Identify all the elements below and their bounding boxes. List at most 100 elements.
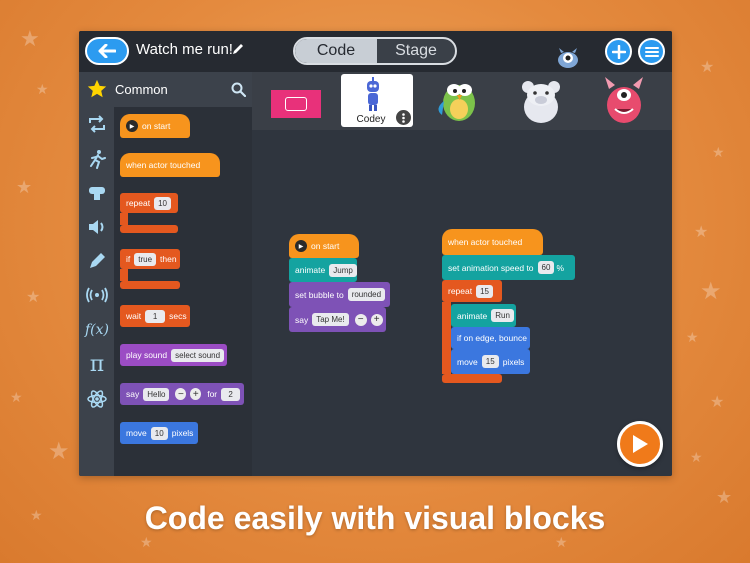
code-stage-toggle: Code Stage bbox=[293, 37, 457, 65]
star-decoration: ★ bbox=[700, 59, 715, 76]
repeat-count-field[interactable]: 10 bbox=[154, 196, 172, 210]
block-label: when actor touched bbox=[126, 160, 201, 170]
repeat-block-arm bbox=[120, 213, 128, 225]
block-label: play sound bbox=[126, 350, 168, 360]
if-block-arm bbox=[120, 269, 128, 281]
star-decoration: ★ bbox=[140, 534, 153, 550]
block-label: repeat bbox=[448, 286, 473, 296]
tab-stage[interactable]: Stage bbox=[395, 42, 437, 59]
actor-options-icon[interactable] bbox=[396, 110, 411, 125]
minus-icon[interactable]: − bbox=[354, 313, 367, 326]
plus-icon[interactable]: + bbox=[370, 313, 383, 326]
project-title: Watch me run! bbox=[136, 41, 233, 58]
tab-code[interactable]: Code bbox=[295, 39, 377, 63]
back-arrow-icon bbox=[98, 44, 116, 58]
star-decoration: ★ bbox=[30, 507, 43, 523]
monster-actor-icon[interactable] bbox=[597, 75, 651, 127]
say-text-field[interactable]: Hello bbox=[143, 387, 170, 401]
condition-field[interactable]: true bbox=[134, 252, 157, 266]
wait-seconds-field[interactable]: 1 bbox=[145, 309, 166, 323]
sound-icon[interactable] bbox=[85, 215, 109, 239]
star-decoration: ★ bbox=[16, 177, 33, 197]
looks-icon[interactable] bbox=[85, 181, 109, 205]
edit-title-icon[interactable] bbox=[231, 42, 245, 61]
speed-field[interactable]: 60 bbox=[537, 261, 555, 274]
say-text-field[interactable]: Tap Me! bbox=[312, 313, 349, 326]
bounce-block[interactable]: if on edge, bounce bbox=[451, 327, 530, 349]
animation-select-field[interactable]: Run bbox=[491, 309, 514, 322]
back-button[interactable] bbox=[85, 37, 129, 65]
repeat-count-field[interactable]: 15 bbox=[476, 284, 494, 298]
pi-icon[interactable]: π bbox=[89, 351, 105, 377]
search-icon[interactable] bbox=[231, 82, 247, 102]
bubble-style-field[interactable]: rounded bbox=[347, 288, 386, 301]
monster-avatar-icon[interactable] bbox=[555, 47, 581, 74]
when-actor-touched-block[interactable]: when actor touched bbox=[120, 153, 220, 177]
atom-icon[interactable] bbox=[85, 387, 109, 411]
when-actor-touched-block[interactable]: when actor touched bbox=[442, 229, 543, 255]
sound-select-field[interactable]: select sound bbox=[171, 348, 225, 362]
category-bar: f(x) π bbox=[79, 107, 114, 476]
star-decoration: ★ bbox=[555, 534, 568, 550]
block-label: if on edge, bounce bbox=[457, 333, 527, 343]
plus-icon bbox=[611, 44, 626, 59]
star-decoration: ★ bbox=[694, 224, 709, 241]
star-icon[interactable] bbox=[86, 78, 108, 105]
move-distance-field[interactable]: 15 bbox=[481, 355, 499, 368]
bear-actor-icon[interactable] bbox=[514, 77, 568, 127]
block-label: move bbox=[126, 428, 147, 438]
function-icon[interactable]: f(x) bbox=[85, 322, 110, 338]
block-label: set animation speed to bbox=[448, 262, 534, 273]
block-label: animate bbox=[295, 265, 326, 275]
block-label: repeat bbox=[126, 198, 151, 208]
repeat-block-footer bbox=[442, 374, 502, 383]
on-start-block[interactable]: ▶on start bbox=[289, 234, 359, 258]
stage-thumbnail[interactable] bbox=[271, 90, 321, 118]
bird-actor-icon[interactable] bbox=[432, 75, 486, 127]
codey-robot-icon bbox=[367, 77, 379, 111]
star-decoration: ★ bbox=[712, 144, 725, 160]
move-distance-field[interactable]: 10 bbox=[150, 426, 168, 440]
percent-label: % bbox=[556, 262, 564, 273]
minus-icon[interactable]: − bbox=[175, 388, 187, 400]
star-decoration: ★ bbox=[686, 329, 699, 345]
block-label: if bbox=[126, 254, 131, 264]
duration-field[interactable]: 2 bbox=[221, 387, 241, 401]
star-decoration: ★ bbox=[36, 81, 49, 97]
actor-card-codey[interactable]: Codey bbox=[341, 74, 413, 127]
sensing-icon[interactable] bbox=[85, 283, 109, 307]
plus-icon[interactable]: + bbox=[190, 388, 202, 400]
repeat-block-footer bbox=[120, 225, 178, 233]
block-label: say bbox=[295, 314, 309, 325]
block-label: move bbox=[457, 356, 478, 367]
pen-icon[interactable] bbox=[85, 249, 109, 273]
block-label: when actor touched bbox=[448, 237, 523, 247]
block-label: on start bbox=[142, 121, 171, 131]
block-label: say bbox=[126, 389, 140, 399]
animation-select-field[interactable]: Jump bbox=[329, 263, 357, 277]
app-window: Watch me run! Code Stage bbox=[79, 31, 672, 476]
running-man-icon[interactable] bbox=[85, 147, 109, 171]
add-button[interactable] bbox=[605, 38, 632, 65]
star-decoration: ★ bbox=[20, 26, 40, 51]
on-start-block[interactable]: ▶on start bbox=[120, 114, 190, 138]
menu-button[interactable] bbox=[638, 38, 665, 65]
caption: Code easily with visual blocks bbox=[144, 500, 606, 536]
run-button[interactable] bbox=[617, 421, 663, 467]
stage-frame-icon bbox=[285, 97, 307, 111]
repeat-icon[interactable] bbox=[85, 112, 109, 136]
